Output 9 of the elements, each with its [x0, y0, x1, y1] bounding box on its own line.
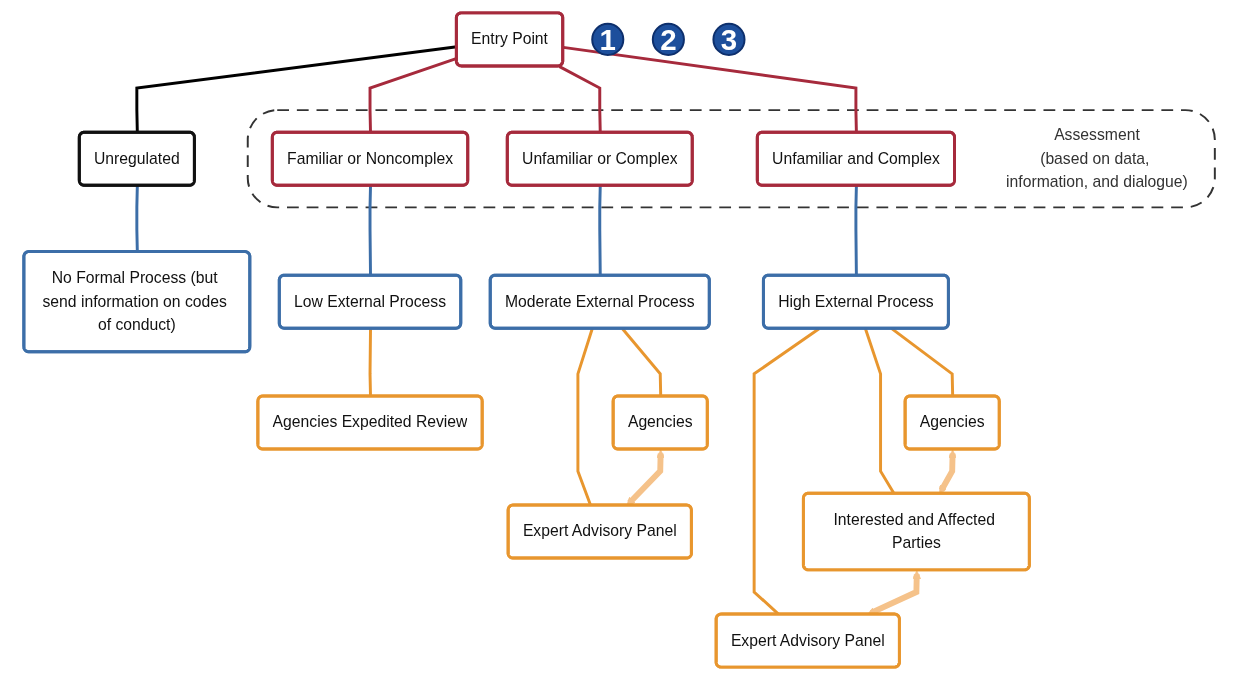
- connector: [368, 185, 373, 276]
- node-circle: 2: [651, 22, 686, 56]
- connector: [563, 45, 858, 133]
- node-circle: 1: [591, 22, 625, 56]
- node-circle: 3: [712, 22, 746, 56]
- arrow: [626, 449, 665, 506]
- connector: [598, 185, 602, 276]
- connector: [558, 65, 602, 133]
- connector: [854, 185, 858, 276]
